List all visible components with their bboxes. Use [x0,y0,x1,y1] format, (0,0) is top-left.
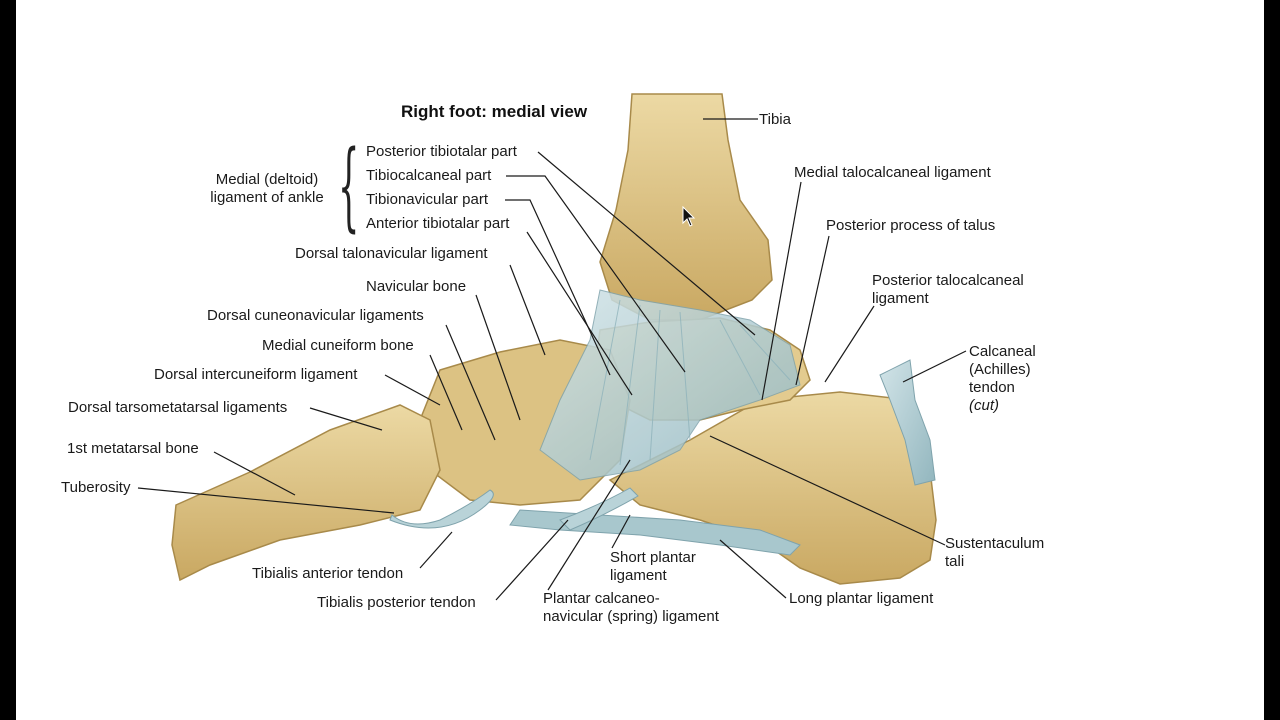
leader-tibialis-posterior [495,519,569,601]
leader-sustentaculum [709,435,946,546]
deltoid-group-label: Medial (deltoid) ligament of ankle [198,171,336,207]
label-posterior-process-talus: Posterior process of talus [826,217,996,234]
posterior-talocalcaneal-line-1: Posterior talocalcaneal [872,272,1024,289]
label-short-plantar: Short plantar ligament [610,549,696,585]
leader-dorsal-cuneonavicular [445,324,496,441]
leader-short-plantar [611,514,631,549]
label-anterior-tibiotalar: Anterior tibiotalar part [366,215,510,232]
calcaneal-tendon-line-3: tendon [969,379,1015,396]
short-plantar-line-2: ligament [610,567,667,584]
leader-dorsal-talonavicular [509,264,546,356]
label-posterior-talocalcaneal: Posterior talocalcaneal ligament [872,272,1024,308]
sustentaculum-line-1: Sustentaculum [945,535,1045,552]
label-posterior-tibiotalar: Posterior tibiotalar part [366,143,517,160]
achilles-tendon [879,359,936,486]
leader-tibialis-anterior [419,531,453,569]
label-medial-cuneiform: Medial cuneiform bone [262,337,414,354]
metatarsal-bone [171,404,441,582]
diagram-title: Right foot: medial view [401,102,588,121]
label-dorsal-intercuneiform: Dorsal intercuneiform ligament [154,366,358,383]
leader-dorsal-tarsometatarsal [309,407,383,431]
leader-medial-talocalcaneal [761,181,802,401]
label-sustentaculum: Sustentaculum tali [945,535,1044,571]
leader-long-plantar [719,539,787,599]
short-plantar-line-1: Short plantar [610,549,696,566]
ligament-striations [589,299,791,466]
posterior-talocalcaneal-line-2: ligament [872,290,929,307]
label-dorsal-tarsometatarsal: Dorsal tarsometatarsal ligaments [68,399,288,416]
group-brace: { [338,130,360,242]
deltoid-group-line-2: ligament of ankle [210,189,324,206]
label-tibiocalcaneal: Tibiocalcaneal part [366,167,492,184]
leader-posterior-talocalcaneal [824,305,875,383]
label-first-metatarsal: 1st metatarsal bone [67,440,199,457]
label-long-plantar: Long plantar ligament [789,590,934,607]
leader-anterior-tibiotalar [526,231,633,396]
leader-calcaneal-tendon [902,350,967,383]
calcaneal-tendon-line-1: Calcaneal [969,343,1036,360]
deltoid-group-line-1: Medial (deltoid) [215,171,319,188]
label-medial-talocalcaneal: Medial talocalcaneal ligament [794,164,991,181]
leader-plantar-calcaneonavicular [547,459,631,591]
deltoid-ligament [539,289,801,481]
calcaneal-tendon-line-4: (cut) [969,397,999,414]
leader-posterior-tibiotalar [537,151,756,336]
leader-tuberosity [137,487,395,514]
leader-posterior-process [795,235,830,386]
label-dorsal-cuneonavicular: Dorsal cuneonavicular ligaments [207,307,424,324]
leader-lines [137,118,967,601]
label-tibialis-posterior: Tibialis posterior tendon [317,594,476,611]
label-dorsal-talonavicular: Dorsal talonavicular ligament [295,245,488,262]
leader-tibiocalcaneal [506,175,686,373]
label-plantar-calcaneonavicular: Plantar calcaneo- navicular (spring) lig… [543,590,719,626]
label-tibionavicular: Tibionavicular part [366,191,488,208]
leader-medial-cuneiform [429,354,463,431]
leader-navicular [475,294,521,421]
label-tibialis-anterior: Tibialis anterior tendon [252,565,404,582]
leader-tibionavicular [505,199,611,376]
label-navicular-bone: Navicular bone [366,278,467,295]
sustentaculum-line-2: tali [945,553,965,570]
label-tuberosity: Tuberosity [61,479,131,496]
leader-first-metatarsal [213,451,296,496]
label-calcaneal-tendon: Calcaneal (Achilles) tendon (cut) [969,343,1036,415]
plantar-calcaneonavicular-line-1: Plantar calcaneo- [543,590,660,607]
mouse-pointer-icon [682,206,696,227]
leader-dorsal-intercuneiform [384,374,441,406]
calcaneus-bone [608,391,937,585]
calcaneal-tendon-line-2: (Achilles) [969,361,1031,378]
plantar-calcaneonavicular-line-2: navicular (spring) ligament [543,608,719,625]
tibialis-anterior-tendon [389,489,494,529]
label-tibia: Tibia [759,111,791,128]
